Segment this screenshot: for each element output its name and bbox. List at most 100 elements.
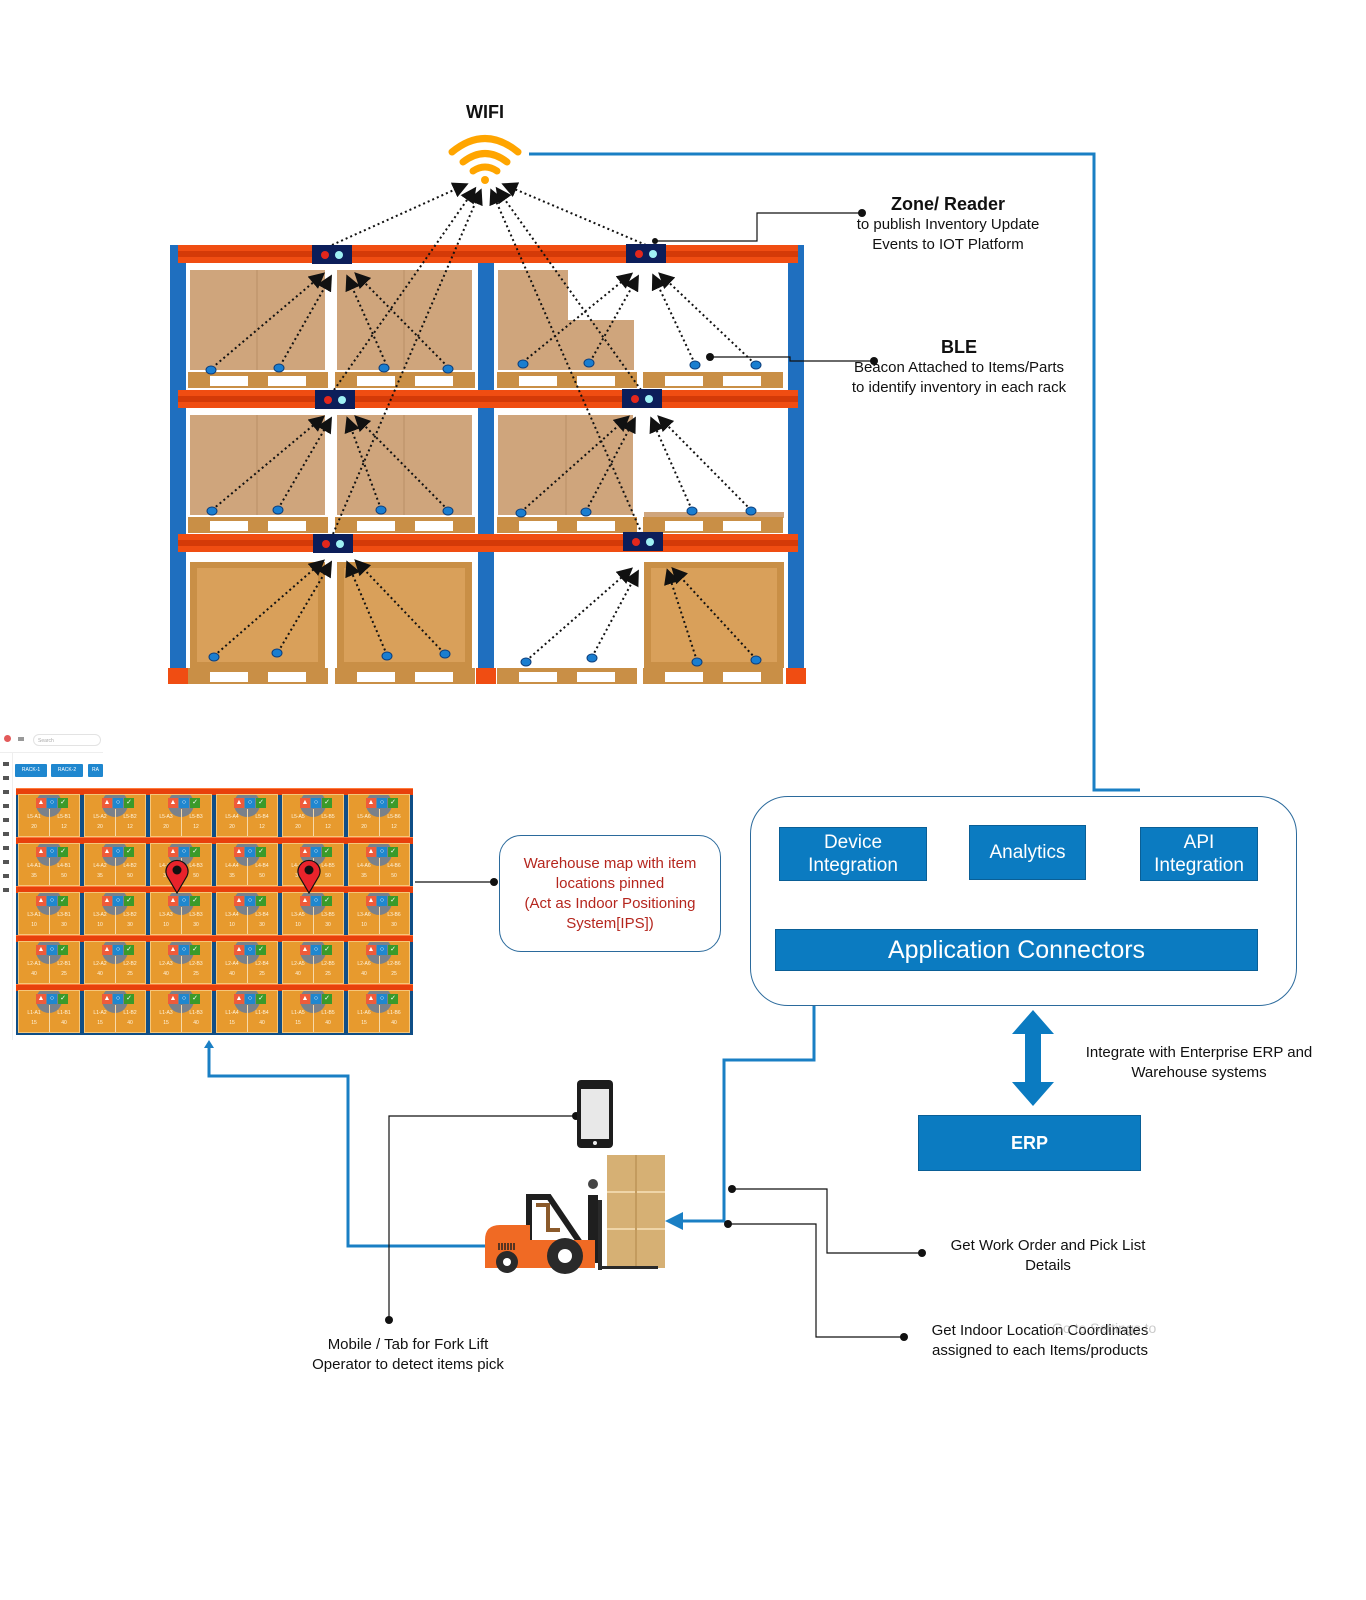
map-pin-icon[interactable]	[296, 858, 322, 894]
alert-icon[interactable]: ▲	[102, 945, 112, 955]
sidebar-icon[interactable]	[3, 804, 9, 808]
check-icon[interactable]: ✓	[322, 896, 332, 906]
location-icon[interactable]: ○	[113, 798, 123, 808]
alert-icon[interactable]: ▲	[102, 896, 112, 906]
alert-icon[interactable]: ▲	[36, 994, 46, 1004]
sidebar-icon[interactable]	[3, 846, 9, 850]
check-icon[interactable]: ✓	[58, 798, 68, 808]
sidebar-icon[interactable]	[3, 790, 9, 794]
sidebar-icon[interactable]	[3, 832, 9, 836]
location-icon[interactable]: ○	[113, 847, 123, 857]
check-icon[interactable]: ✓	[388, 994, 398, 1004]
alert-icon[interactable]: ▲	[234, 994, 244, 1004]
location-icon[interactable]: ○	[47, 798, 57, 808]
alert-icon[interactable]: ▲	[102, 994, 112, 1004]
location-icon[interactable]: ○	[377, 994, 387, 1004]
check-icon[interactable]: ✓	[124, 994, 134, 1004]
check-icon[interactable]: ✓	[256, 847, 266, 857]
check-icon[interactable]: ✓	[124, 945, 134, 955]
alert-icon[interactable]: ▲	[366, 798, 376, 808]
location-icon[interactable]: ○	[377, 945, 387, 955]
location-icon[interactable]: ○	[113, 896, 123, 906]
check-icon[interactable]: ✓	[322, 945, 332, 955]
location-icon[interactable]: ○	[245, 847, 255, 857]
check-icon[interactable]: ✓	[388, 945, 398, 955]
alert-icon[interactable]: ▲	[300, 994, 310, 1004]
location-icon[interactable]: ○	[179, 798, 189, 808]
location-icon[interactable]: ○	[113, 945, 123, 955]
location-icon[interactable]: ○	[311, 896, 321, 906]
check-icon[interactable]: ✓	[256, 798, 266, 808]
map-search-input[interactable]: Search	[33, 734, 101, 746]
check-icon[interactable]: ✓	[124, 798, 134, 808]
check-icon[interactable]: ✓	[190, 896, 200, 906]
alert-icon[interactable]: ▲	[168, 994, 178, 1004]
alert-icon[interactable]: ▲	[36, 896, 46, 906]
location-icon[interactable]: ○	[179, 896, 189, 906]
tab-rack-2[interactable]: RACK-2	[51, 764, 83, 777]
alert-icon[interactable]: ▲	[366, 896, 376, 906]
location-icon[interactable]: ○	[377, 847, 387, 857]
location-icon[interactable]: ○	[377, 896, 387, 906]
location-icon[interactable]: ○	[311, 798, 321, 808]
alert-icon[interactable]: ▲	[300, 945, 310, 955]
sidebar-icon[interactable]	[3, 762, 9, 766]
check-icon[interactable]: ✓	[124, 896, 134, 906]
check-icon[interactable]: ✓	[256, 945, 266, 955]
alert-icon[interactable]: ▲	[168, 945, 178, 955]
alert-icon[interactable]: ▲	[234, 945, 244, 955]
check-icon[interactable]: ✓	[388, 847, 398, 857]
alert-icon[interactable]: ▲	[300, 847, 310, 857]
sidebar-icon[interactable]	[3, 776, 9, 780]
check-icon[interactable]: ✓	[58, 994, 68, 1004]
alert-icon[interactable]: ▲	[36, 798, 46, 808]
alert-icon[interactable]: ▲	[300, 798, 310, 808]
sidebar-icon[interactable]	[3, 818, 9, 822]
tab-rack-3[interactable]: RA	[88, 764, 103, 777]
check-icon[interactable]: ✓	[388, 896, 398, 906]
location-icon[interactable]: ○	[377, 798, 387, 808]
alert-icon[interactable]: ▲	[36, 945, 46, 955]
sidebar-icon[interactable]	[3, 874, 9, 878]
alert-icon[interactable]: ▲	[234, 896, 244, 906]
check-icon[interactable]: ✓	[190, 847, 200, 857]
location-icon[interactable]: ○	[47, 994, 57, 1004]
alert-icon[interactable]: ▲	[102, 847, 112, 857]
alert-icon[interactable]: ▲	[234, 847, 244, 857]
location-icon[interactable]: ○	[47, 847, 57, 857]
check-icon[interactable]: ✓	[190, 945, 200, 955]
alert-icon[interactable]: ▲	[366, 994, 376, 1004]
check-icon[interactable]: ✓	[190, 798, 200, 808]
check-icon[interactable]: ✓	[58, 945, 68, 955]
alert-icon[interactable]: ▲	[168, 798, 178, 808]
check-icon[interactable]: ✓	[322, 994, 332, 1004]
location-icon[interactable]: ○	[47, 945, 57, 955]
location-icon[interactable]: ○	[179, 945, 189, 955]
location-icon[interactable]: ○	[245, 896, 255, 906]
sidebar-icon[interactable]	[3, 860, 9, 864]
check-icon[interactable]: ✓	[190, 994, 200, 1004]
check-icon[interactable]: ✓	[256, 994, 266, 1004]
check-icon[interactable]: ✓	[322, 798, 332, 808]
